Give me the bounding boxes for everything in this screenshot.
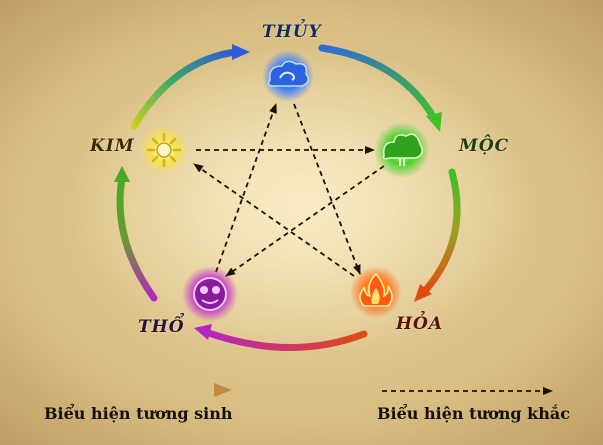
legend-sinh-arrow [39,383,232,397]
khac-arrow-thuy-hoa [293,103,361,275]
legend-sinh-label: Biểu hiện tương sinh [44,404,233,423]
element-label-thuy: THỦY [262,22,322,42]
khac-arrow-moc-tho [225,165,385,277]
legend-khac-label: Biểu hiện tương khắc [377,404,570,423]
khac-arrow-tho-thuy [215,103,277,273]
tree-leaf-icon [374,122,430,178]
element-label-moc: MỘC [459,136,510,156]
earth-orb-icon [182,266,238,322]
khac-arrow-hoa-kim [193,163,355,277]
element-label-kim: KIM [90,136,135,156]
sinh-arrow-kim-thuy [130,44,250,130]
flame-icon [350,266,402,318]
water-cloud-icon [262,50,314,102]
sinh-arrow-moc-hoa [414,168,461,302]
element-label-hoa: HỎA [396,314,444,334]
metal-sun-icon [140,126,188,174]
sinh-arrow-hoa-tho [194,324,368,351]
sinh-arrow-thuy-moc [318,44,442,132]
element-label-tho: THỔ [138,317,185,337]
sinh-arrow-tho-kim [114,166,158,302]
